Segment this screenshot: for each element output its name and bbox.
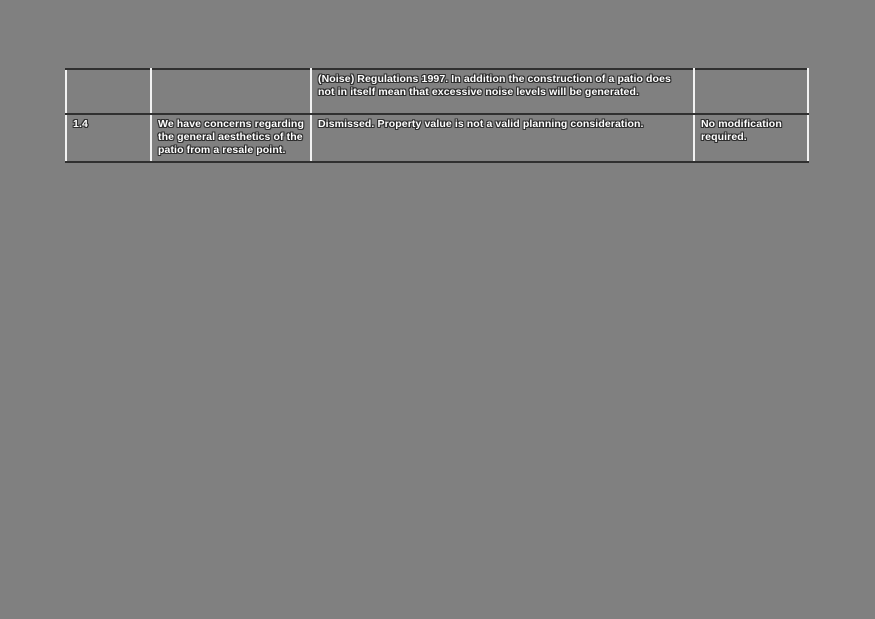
table-cell-action xyxy=(693,68,809,115)
ref-text xyxy=(73,73,145,86)
comment-text xyxy=(158,73,305,86)
table-cell-ref xyxy=(65,68,152,115)
table-row: 1.4 We have concerns regarding the gener… xyxy=(65,113,809,163)
action-text: No modification required. xyxy=(701,118,782,143)
planning-consultation-response-table: (Noise) Regulations 1997. In addition th… xyxy=(65,68,809,163)
table-cell-comment xyxy=(150,68,312,115)
table-cell-response: (Noise) Regulations 1997. In addition th… xyxy=(310,68,695,115)
action-text xyxy=(701,73,802,86)
table-cell-ref: 1.4 xyxy=(65,113,152,163)
response-text: (Noise) Regulations 1997. In addition th… xyxy=(318,73,671,98)
table-cell-comment: We have concerns regarding the general a… xyxy=(150,113,312,163)
ref-text: 1.4 xyxy=(73,118,88,130)
table-cell-action: No modification required. xyxy=(693,113,809,163)
response-text: Dismissed. Property value is not a valid… xyxy=(318,118,644,130)
table-body: (Noise) Regulations 1997. In addition th… xyxy=(65,68,809,163)
table-row: (Noise) Regulations 1997. In addition th… xyxy=(65,68,809,115)
table-cell-response: Dismissed. Property value is not a valid… xyxy=(310,113,695,163)
comment-text: We have concerns regarding the general a… xyxy=(158,118,304,156)
